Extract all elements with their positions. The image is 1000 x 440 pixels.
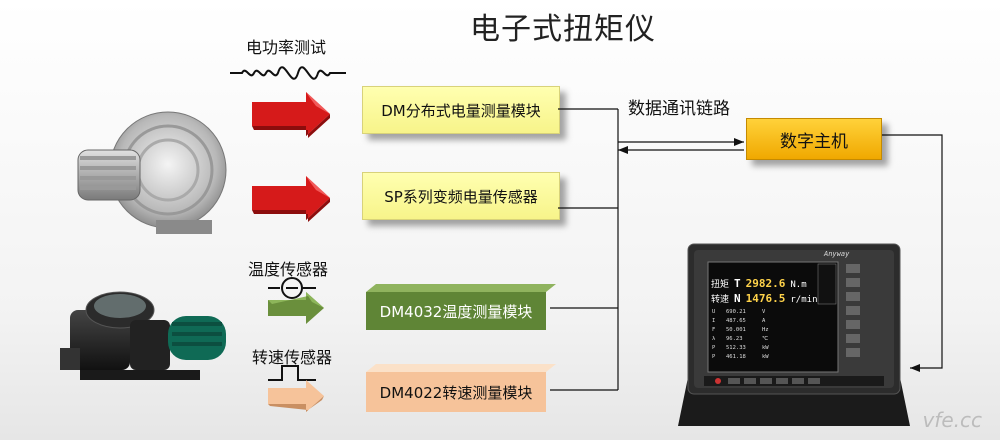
- torque-label: 扭矩: [711, 280, 730, 290]
- speed-unit: r/min: [790, 295, 818, 305]
- reading-symbol: F: [712, 327, 716, 333]
- reading-symbol: U: [712, 309, 716, 315]
- reading-unit: V: [762, 309, 766, 315]
- torque-symbol: T: [734, 277, 741, 290]
- torque-row: 扭矩 T 2982.6 N.m: [711, 277, 807, 290]
- reading-value: 690.21: [726, 309, 746, 315]
- reading-row: U 690.21 V: [712, 308, 792, 317]
- dm4022-module-shape: [366, 364, 556, 412]
- speed-row: 转速 N 1476.5 r/min: [711, 292, 817, 305]
- temp-sensor-label: 温度传感器: [248, 260, 329, 279]
- reading-row: λ 96.23 ℃: [712, 335, 792, 344]
- reading-unit: ℃: [762, 336, 769, 342]
- dm4022-module: DM4022转速测量模块: [379, 383, 533, 402]
- reading-value: 50.001: [726, 327, 746, 333]
- reading-list: U 690.21 V I 487.65 A F 50.001 Hz λ 96.23 ℃ P 512.33 k…: [712, 308, 792, 362]
- speed-value: 1476.5: [745, 292, 786, 305]
- reading-row: P 461.18 kW: [712, 353, 792, 362]
- reading-row: I 487.65 A: [712, 317, 792, 326]
- instrument-brand: Anyway: [824, 250, 850, 258]
- pump-image: [60, 291, 226, 380]
- dm-power-module: DM分布式电量测量模块: [362, 86, 560, 134]
- instrument-body: [678, 243, 910, 426]
- speed-sensor-label: 转速传感器: [252, 348, 333, 367]
- reading-symbol: λ: [712, 336, 716, 342]
- torque-unit: N.m: [790, 280, 807, 290]
- reading-unit: A: [762, 318, 766, 324]
- data-link-label: 数据通讯链路: [628, 99, 730, 119]
- reading-row: P 512.33 kW: [712, 344, 792, 353]
- sp-sensor-module: SP系列变频电量传感器: [362, 172, 560, 220]
- reading-unit: Hz: [762, 327, 769, 333]
- power-waveform-icon: [230, 66, 346, 80]
- reading-value: 512.33: [726, 345, 746, 351]
- reading-value: 461.18: [726, 354, 746, 360]
- reading-symbol: P: [712, 345, 716, 351]
- blower-image: [77, 111, 227, 234]
- torque-instrument: Anyway 扭矩 T 2982.6 N.m 转速 N 1476.5 r/min…: [678, 240, 910, 430]
- temp-sensor-icon: [268, 277, 316, 299]
- torque-value: 2982.6: [745, 277, 786, 290]
- red-arrow-icon: [252, 176, 330, 222]
- diagram-title: 电子式扭矩仪: [470, 12, 656, 47]
- reading-unit: kW: [762, 345, 769, 351]
- green-arrow-icon: [268, 292, 324, 324]
- watermark: vfe.cc: [922, 408, 982, 432]
- dm4032-module: DM4032温度测量模块: [379, 302, 533, 321]
- reading-row: F 50.001 Hz: [712, 326, 792, 335]
- speed-symbol: N: [734, 292, 741, 305]
- dm4032-module-shape: [366, 284, 556, 330]
- speed-pulse-icon: [268, 365, 316, 381]
- reading-unit: kW: [762, 354, 769, 360]
- power-test-label: 电功率测试: [246, 38, 327, 57]
- reading-value: 96.23: [726, 336, 743, 342]
- speed-label: 转速: [711, 295, 730, 305]
- reading-symbol: P: [712, 354, 716, 360]
- reading-value: 487.65: [726, 318, 746, 324]
- red-arrow-icon: [252, 92, 330, 138]
- tan-arrow-icon: [268, 380, 324, 412]
- digital-host-box: 数字主机: [746, 118, 882, 160]
- reading-symbol: I: [712, 318, 716, 324]
